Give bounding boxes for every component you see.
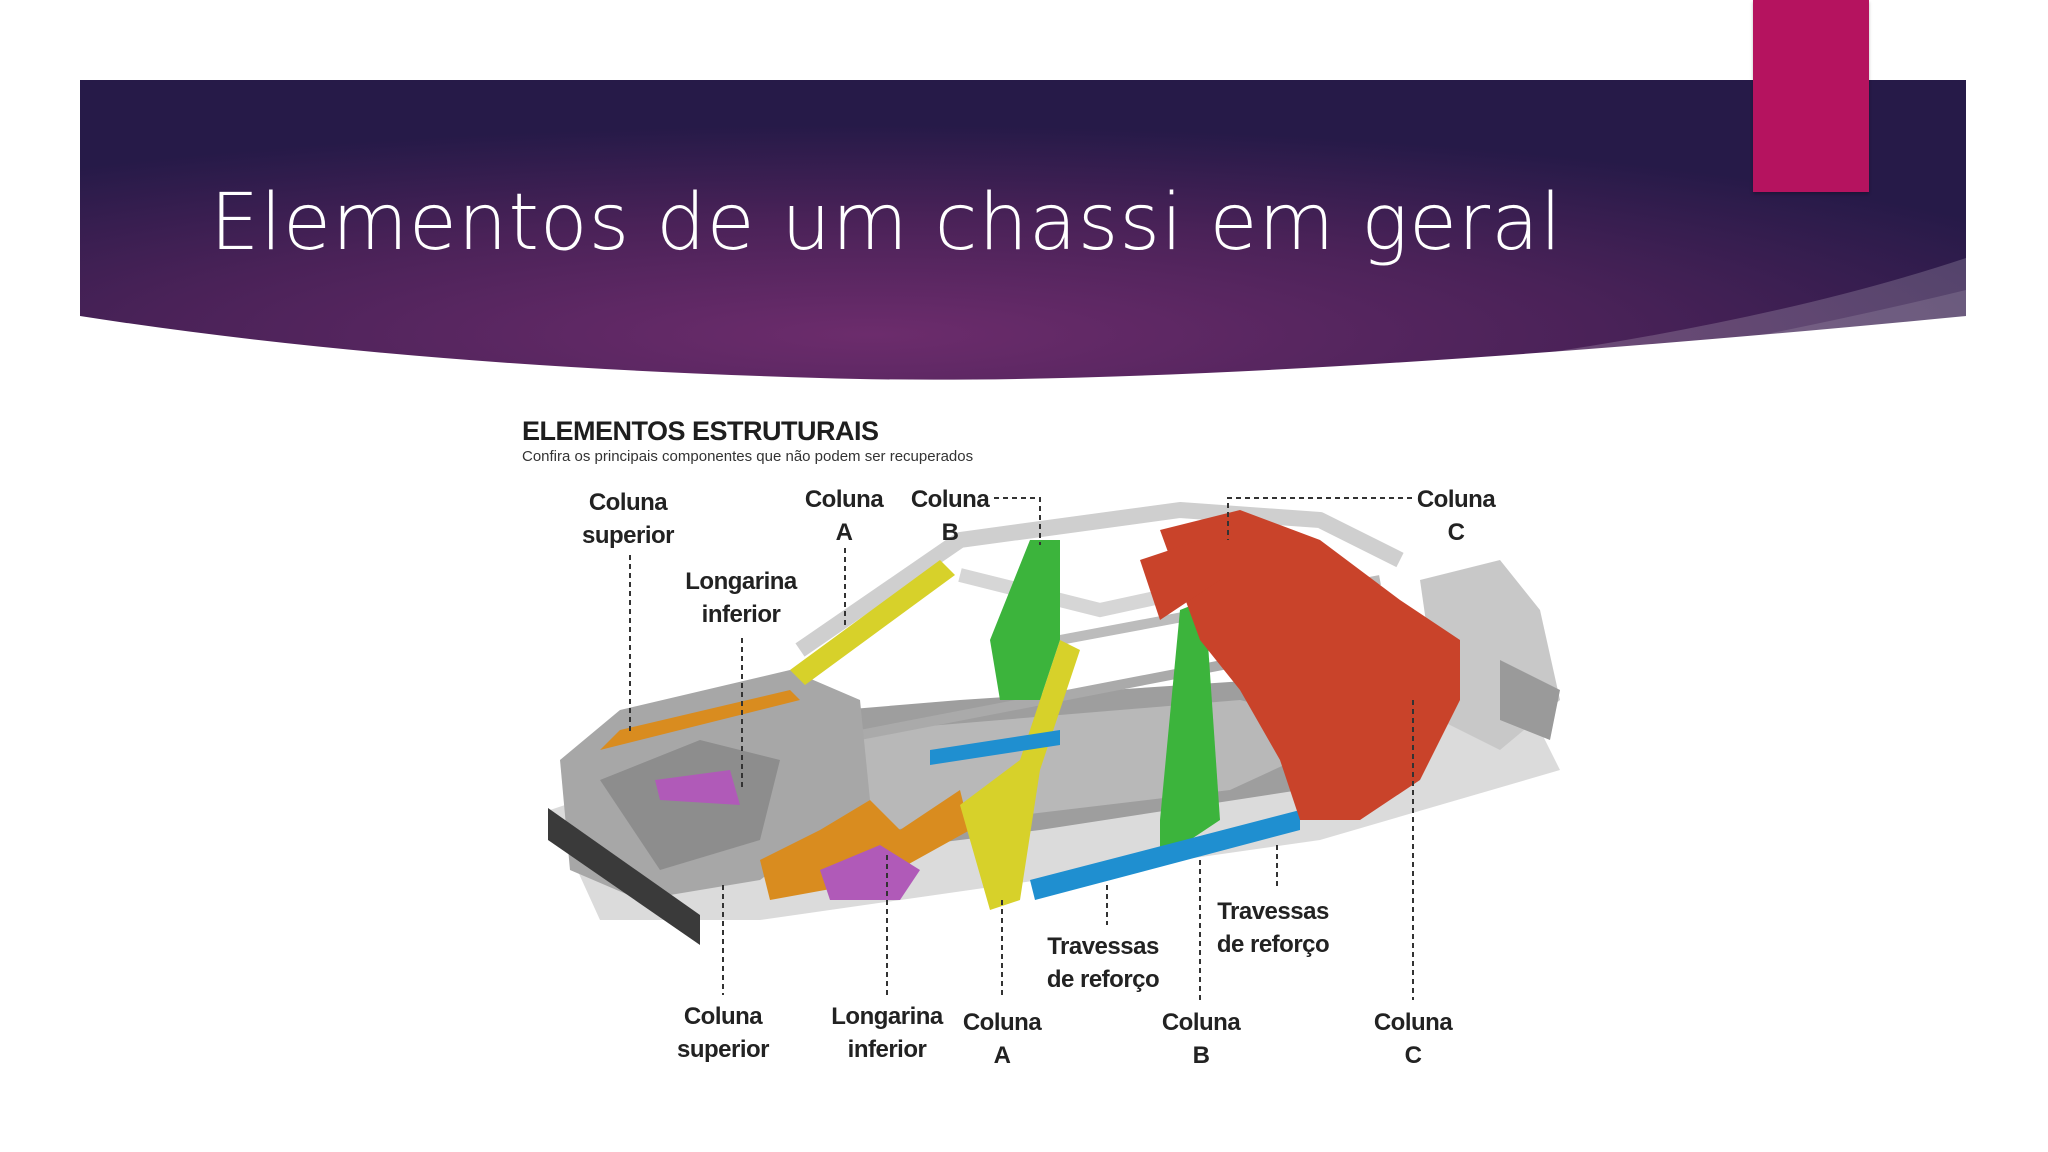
figure-subheading: Confira os principais componentes que nã…: [522, 448, 974, 465]
coluna-superior-part: [600, 690, 800, 750]
slide-title: Elementos de um chassi em geral: [210, 178, 1563, 268]
coluna-b-part: [990, 540, 1060, 700]
label-longarina-inferior-bottom: Longarina inferior: [831, 1003, 943, 1063]
label-coluna-superior-bottom: Coluna superior: [676, 1003, 770, 1063]
label-coluna-b-top: Coluna B: [910, 486, 990, 546]
figure-heading: ELEMENTOS ESTRUTURAIS: [522, 416, 879, 446]
longarina-part: [655, 770, 740, 805]
coluna-a-part: [790, 560, 955, 685]
title-banner: [80, 80, 1966, 380]
label-travessas-reforco-2: Travessas de reforço: [1216, 898, 1330, 958]
label-coluna-a-bottom: Coluna A: [962, 1009, 1042, 1069]
accent-tab: [1753, 0, 1869, 192]
label-coluna-c-top: Coluna C: [1416, 486, 1496, 546]
label-longarina-inferior-top: Longarina inferior: [685, 568, 797, 628]
label-coluna-b-bottom: Coluna B: [1161, 1009, 1241, 1069]
travessas-part: [930, 730, 1060, 765]
coluna-c-part: [1160, 510, 1460, 820]
label-travessas-reforco-1: Travessas de reforço: [1046, 933, 1160, 993]
label-coluna-a-top: Coluna A: [804, 486, 884, 546]
label-coluna-superior-top: Coluna superior: [581, 489, 675, 549]
label-coluna-c-bottom: Coluna C: [1373, 1009, 1453, 1069]
